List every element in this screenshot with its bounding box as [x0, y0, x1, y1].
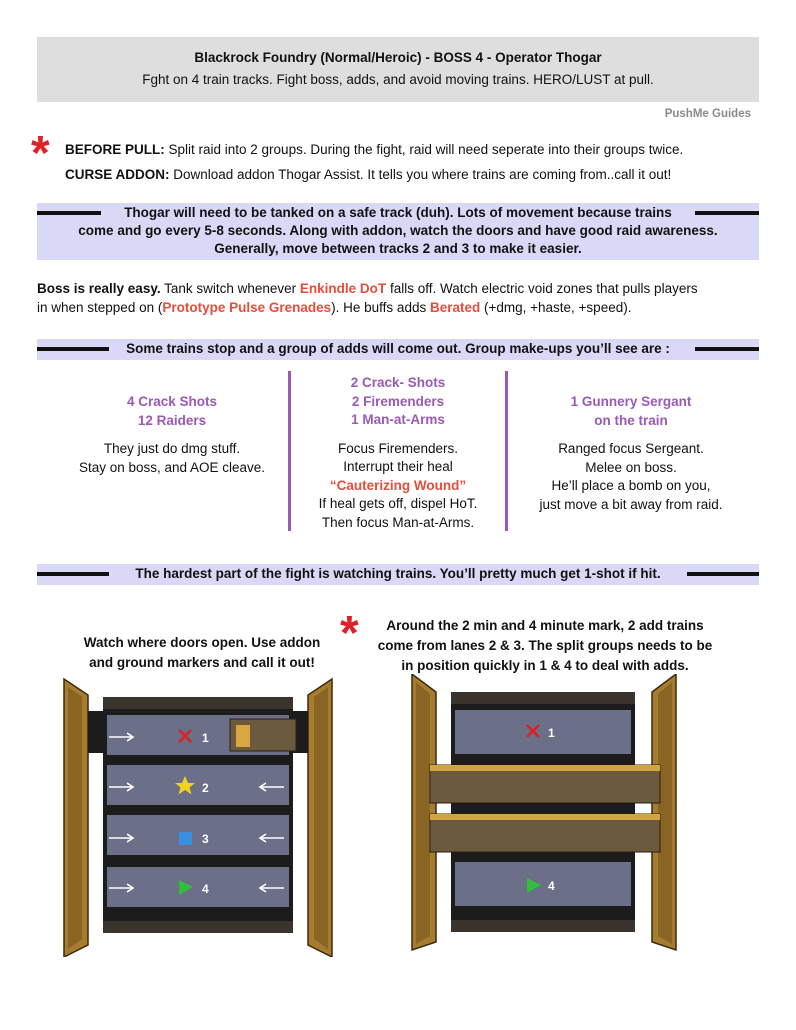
track-number: 1 — [202, 731, 209, 745]
track-lane-3 — [107, 815, 289, 855]
right-diagram-caption: Around the 2 min and 4 minute mark, 2 ad… — [362, 616, 728, 676]
before-pull-text: Split raid into 2 groups. During the fig… — [164, 142, 684, 157]
group-column-2: 2 Crack- Shots 2 Firemenders 1 Man-at-Ar… — [291, 374, 505, 532]
curse-addon-text: Download addon Thogar Assist. It tells y… — [169, 167, 672, 182]
boss-text-4: ). He buffs adds — [331, 300, 430, 315]
group-3-heading-1: 1 Gunnery Sergant — [570, 394, 692, 409]
group-3-heading-2: on the train — [594, 412, 668, 428]
group-2-heading-3: 1 Man-at-Arms — [351, 412, 445, 427]
berated-highlight: Berated — [429, 300, 481, 315]
guide-subtitle: Fght on 4 train tracks. Fight boss, adds… — [142, 72, 654, 87]
group-2-body-5: Then focus Man-at-Arms. — [321, 514, 475, 530]
left-caption-line-2: and ground markers and call it out! — [89, 655, 315, 670]
enkindle-dot-highlight: Enkindle DoT — [299, 281, 387, 296]
group-1-heading-1: 4 Crack Shots — [126, 394, 218, 409]
tank-bar: Thogar will need to be tanked on a safe … — [37, 203, 759, 260]
left-caption-line-1: Watch where doors open. Use addon — [83, 635, 321, 650]
bar-line-right — [695, 211, 759, 215]
hardest-bar: The hardest part of the fight is watchin… — [37, 564, 759, 585]
group-3-body-4: just move a bit away from raid. — [539, 496, 723, 512]
track-number: 3 — [202, 832, 209, 846]
boss-easy-label: Boss is really easy. — [37, 281, 161, 296]
track-lane-1 — [455, 710, 631, 754]
group-column-3: 1 Gunnery Sergant on the train Ranged fo… — [515, 393, 747, 514]
group-2-heading-1: 2 Crack- Shots — [350, 375, 446, 390]
group-1-body-1: They just do dmg stuff. — [103, 441, 241, 456]
train-lane-2 — [429, 764, 661, 804]
track-number: 4 — [548, 879, 555, 893]
bar-line-left — [37, 347, 109, 351]
tank-bar-line-3: Generally, move between tracks 2 and 3 t… — [214, 241, 582, 256]
right-track-diagram: 1 4 — [411, 674, 677, 952]
before-pull-line: BEFORE PULL: Split raid into 2 groups. D… — [65, 142, 683, 157]
red-x-icon — [178, 729, 192, 743]
green-triangle-icon — [179, 880, 193, 895]
group-2-body-4: If heal gets off, dispel HoT. — [318, 496, 478, 511]
trains-bar-text: Some trains stop and a group of adds wil… — [126, 341, 670, 356]
curse-addon-label: CURSE ADDON: — [65, 167, 170, 182]
group-1-body-2: Stay on boss, and AOE cleave. — [78, 459, 266, 475]
boss-text-1: Tank switch whenever — [160, 281, 300, 296]
group-2-heading-2: 2 Firemenders — [351, 393, 445, 409]
yellow-star-icon — [175, 776, 195, 795]
blue-square-icon — [179, 832, 192, 845]
hardest-bar-text: The hardest part of the fight is watchin… — [135, 566, 661, 581]
left-track-diagram: 1 2 3 4 — [63, 677, 333, 957]
bar-line-right — [687, 572, 759, 576]
group-3-body-3: He’ll place a bomb on you, — [551, 478, 711, 493]
track-number: 4 — [202, 882, 209, 896]
boss-text-5: (+dmg, +haste, +speed). — [480, 300, 632, 315]
tank-bar-line-1: Thogar will need to be tanked on a safe … — [124, 205, 672, 220]
curse-addon-line: CURSE ADDON: Download addon Thogar Assis… — [65, 167, 671, 182]
right-caption-line-1: Around the 2 min and 4 minute mark, 2 ad… — [386, 618, 704, 633]
bar-line-left — [37, 211, 101, 215]
before-pull-label: BEFORE PULL: — [65, 142, 165, 157]
boss-text-2: falls off. Watch electric void zones tha… — [386, 281, 698, 296]
track-number: 2 — [202, 781, 209, 795]
track-lane-4 — [107, 867, 289, 907]
group-column-1: 4 Crack Shots 12 Raiders They just do dm… — [57, 393, 287, 477]
cauterizing-wound-highlight: “Cauterizing Wound” — [329, 477, 467, 493]
boss-paragraph: Boss is really easy. Tank switch wheneve… — [37, 279, 759, 317]
boss-text-3: in when stepped on ( — [37, 300, 163, 315]
asterisk-icon: * — [31, 127, 50, 180]
guide-title: Blackrock Foundry (Normal/Heroic) - BOSS… — [194, 50, 602, 65]
group-3-body-2: Melee on boss. — [585, 459, 677, 475]
group-2-body-1: Focus Firemenders. — [337, 440, 459, 456]
track-lane-4 — [455, 862, 631, 906]
arrow-icons — [109, 732, 284, 893]
red-x-icon — [526, 724, 540, 738]
group-3-body-1: Ranged focus Sergeant. — [558, 441, 704, 456]
tank-bar-line-2: come and go every 5-8 seconds. Along wit… — [78, 223, 718, 238]
bar-line-right — [695, 347, 759, 351]
trains-bar: Some trains stop and a group of adds wil… — [37, 339, 759, 360]
green-triangle-icon — [527, 878, 541, 893]
bar-line-left — [37, 572, 109, 576]
group-2-body-2: Interrupt their heal — [343, 459, 453, 474]
right-caption-line-2: come from lanes 2 & 3. The split groups … — [377, 638, 713, 653]
column-divider — [288, 371, 291, 531]
track-lane-2 — [107, 765, 289, 805]
asterisk-icon: * — [340, 607, 359, 660]
left-diagram-caption: Watch where doors open. Use addon and gr… — [62, 633, 342, 673]
header-box — [37, 37, 759, 102]
credit-text: PushMe Guides — [664, 108, 751, 120]
column-divider — [505, 371, 508, 531]
track-number: 1 — [548, 726, 555, 740]
right-caption-line-3: in position quickly in 1 & 4 to deal wit… — [401, 658, 689, 673]
group-1-heading-2: 12 Raiders — [137, 412, 207, 428]
pulse-grenades-highlight: Prototype Pulse Grenades — [162, 300, 332, 315]
tank-bar-text: Thogar will need to be tanked on a safe … — [37, 204, 759, 258]
